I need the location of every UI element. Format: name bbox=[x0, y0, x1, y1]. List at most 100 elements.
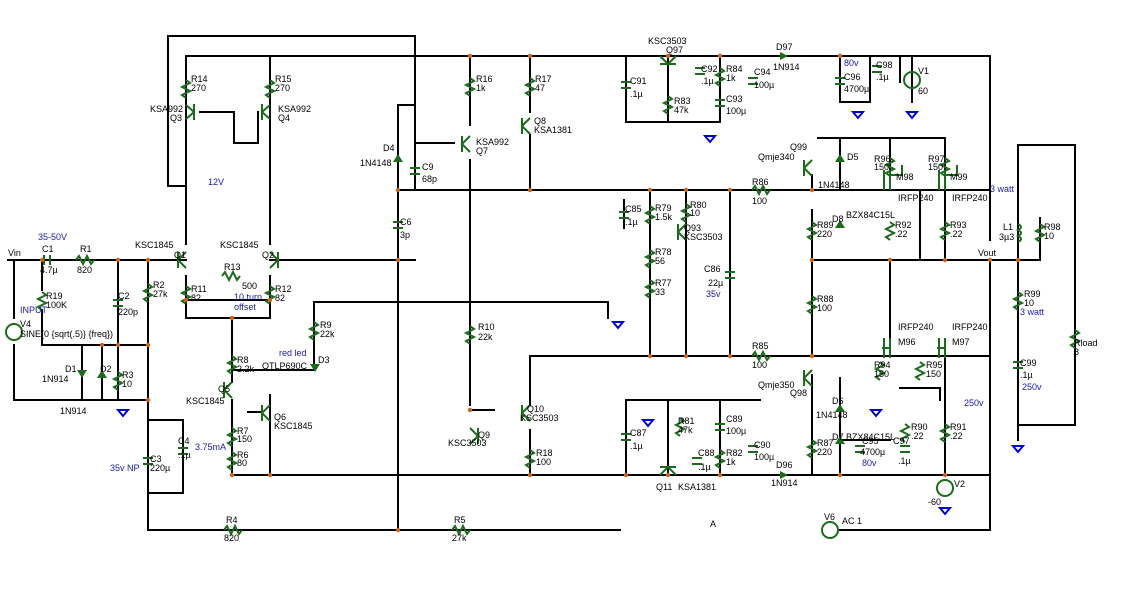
d3-note: red led bbox=[279, 348, 307, 358]
r84-value: 1k bbox=[726, 73, 736, 83]
vout-label: Vout bbox=[978, 248, 997, 258]
r99-name: R99 bbox=[1024, 289, 1041, 299]
r88-value: 100 bbox=[817, 303, 832, 313]
r18-resistor bbox=[523, 449, 537, 469]
q10-name: Q10 bbox=[527, 404, 544, 414]
q5-name: Q5 bbox=[218, 384, 230, 394]
r2-resistor bbox=[141, 283, 155, 303]
d3-led bbox=[310, 364, 320, 372]
c4-name: C4 bbox=[178, 436, 190, 446]
r86-name: R86 bbox=[752, 177, 769, 187]
q99-transistor bbox=[802, 159, 813, 177]
c1-name: C1 bbox=[42, 244, 54, 254]
r2-value: 27k bbox=[153, 289, 168, 299]
r96-name: R96 bbox=[874, 154, 891, 164]
r79-resistor bbox=[643, 205, 657, 225]
r19-name: R19 bbox=[46, 291, 63, 301]
d6-value: 1N4148 bbox=[816, 410, 848, 420]
r78-resistor bbox=[643, 249, 657, 269]
d97-value: 1N914 bbox=[773, 62, 800, 72]
c92-value: .1µ bbox=[701, 76, 714, 86]
d3-value: QTLP690C bbox=[262, 361, 308, 371]
m97-mosfet bbox=[937, 338, 946, 358]
labels: Vin 35-50V C1 4.7µ R1 820 R19 100K INPUT… bbox=[8, 36, 1098, 543]
r83-name: R83 bbox=[674, 96, 691, 106]
r99-value: 10 bbox=[1024, 298, 1034, 308]
r9-resistor bbox=[307, 321, 321, 341]
gnd-c87 bbox=[640, 419, 656, 428]
r14-resistor bbox=[179, 79, 193, 99]
r93-value: .22 bbox=[950, 229, 963, 239]
c88-value: .1µ bbox=[698, 462, 711, 472]
r4-resistor bbox=[223, 523, 243, 537]
c93-name: C93 bbox=[726, 94, 743, 104]
m96-value: IRFP240 bbox=[898, 322, 934, 332]
q93-value: KSC3503 bbox=[684, 232, 723, 242]
r85-name: R85 bbox=[752, 341, 769, 351]
d97-diode bbox=[780, 52, 788, 60]
v4-source bbox=[5, 323, 23, 341]
r16-name: R16 bbox=[476, 74, 493, 84]
m96-name: M96 bbox=[898, 337, 916, 347]
d1-diode bbox=[77, 370, 87, 378]
q6-name: Q6 bbox=[274, 412, 286, 422]
c87-capacitor bbox=[621, 433, 631, 441]
v1-source bbox=[903, 71, 921, 89]
q98-name: Q98 bbox=[790, 388, 807, 398]
d96-diode bbox=[780, 471, 788, 479]
v1-value: 60 bbox=[918, 86, 928, 96]
r3-name: R3 bbox=[122, 370, 134, 380]
r10-name: R10 bbox=[478, 322, 495, 332]
r94-resistor bbox=[873, 361, 887, 381]
r11-value: 82 bbox=[191, 293, 201, 303]
v4-name: V4 bbox=[20, 319, 31, 329]
q3-value: KSA992 bbox=[150, 104, 183, 114]
d96-value: 1N914 bbox=[771, 478, 798, 488]
gnd-r3 bbox=[115, 409, 131, 418]
r1-value: 820 bbox=[77, 265, 92, 275]
r15-value: 270 bbox=[275, 83, 290, 93]
q99-name: Q99 bbox=[790, 142, 807, 152]
r89-name: R89 bbox=[817, 220, 834, 230]
q9-transistor bbox=[469, 427, 480, 445]
c88-name: C88 bbox=[698, 448, 715, 458]
r8-name: R8 bbox=[237, 355, 249, 365]
r95-value: 150 bbox=[926, 369, 941, 379]
c91-name: C91 bbox=[630, 76, 647, 86]
q97-name: Q97 bbox=[666, 45, 683, 55]
d2-name: D2 bbox=[100, 364, 112, 374]
q6-value: KSC1845 bbox=[274, 421, 313, 431]
c9-capacitor bbox=[410, 167, 420, 175]
gnd-v1 bbox=[904, 111, 920, 120]
r12-name: R12 bbox=[275, 284, 292, 294]
r8-value: 2.2k bbox=[237, 364, 255, 374]
r90-resistor bbox=[898, 423, 912, 443]
r11-resistor bbox=[179, 285, 193, 305]
r13-name: R13 bbox=[224, 262, 241, 272]
q4-value: KSA992 bbox=[278, 104, 311, 114]
c91-capacitor bbox=[621, 81, 631, 89]
v6-value: AC 1 bbox=[842, 516, 862, 526]
d96-name: D96 bbox=[776, 460, 793, 470]
c98-value: .1µ bbox=[876, 72, 889, 82]
r85-value: 100 bbox=[752, 360, 767, 370]
d2-diode bbox=[97, 370, 107, 378]
r4-name: R4 bbox=[226, 515, 238, 525]
c94-value: 100µ bbox=[754, 80, 774, 90]
q5-transistor bbox=[222, 381, 233, 399]
c3-value: 220µ bbox=[150, 463, 170, 473]
m99-mosfet bbox=[938, 165, 958, 190]
c86-name: C86 bbox=[704, 264, 721, 274]
d97-name: D97 bbox=[776, 42, 793, 52]
c97-capacitor bbox=[900, 445, 910, 453]
r84-name: R84 bbox=[726, 64, 743, 74]
c96-note: 80v bbox=[844, 58, 859, 68]
c4-value: .1µ bbox=[178, 450, 191, 460]
r6-name: R6 bbox=[237, 450, 249, 460]
r98-name: R98 bbox=[1044, 222, 1061, 232]
r5-value: 27k bbox=[452, 533, 467, 543]
q97-value: KSC3503 bbox=[648, 36, 687, 46]
r96-resistor bbox=[883, 157, 897, 177]
